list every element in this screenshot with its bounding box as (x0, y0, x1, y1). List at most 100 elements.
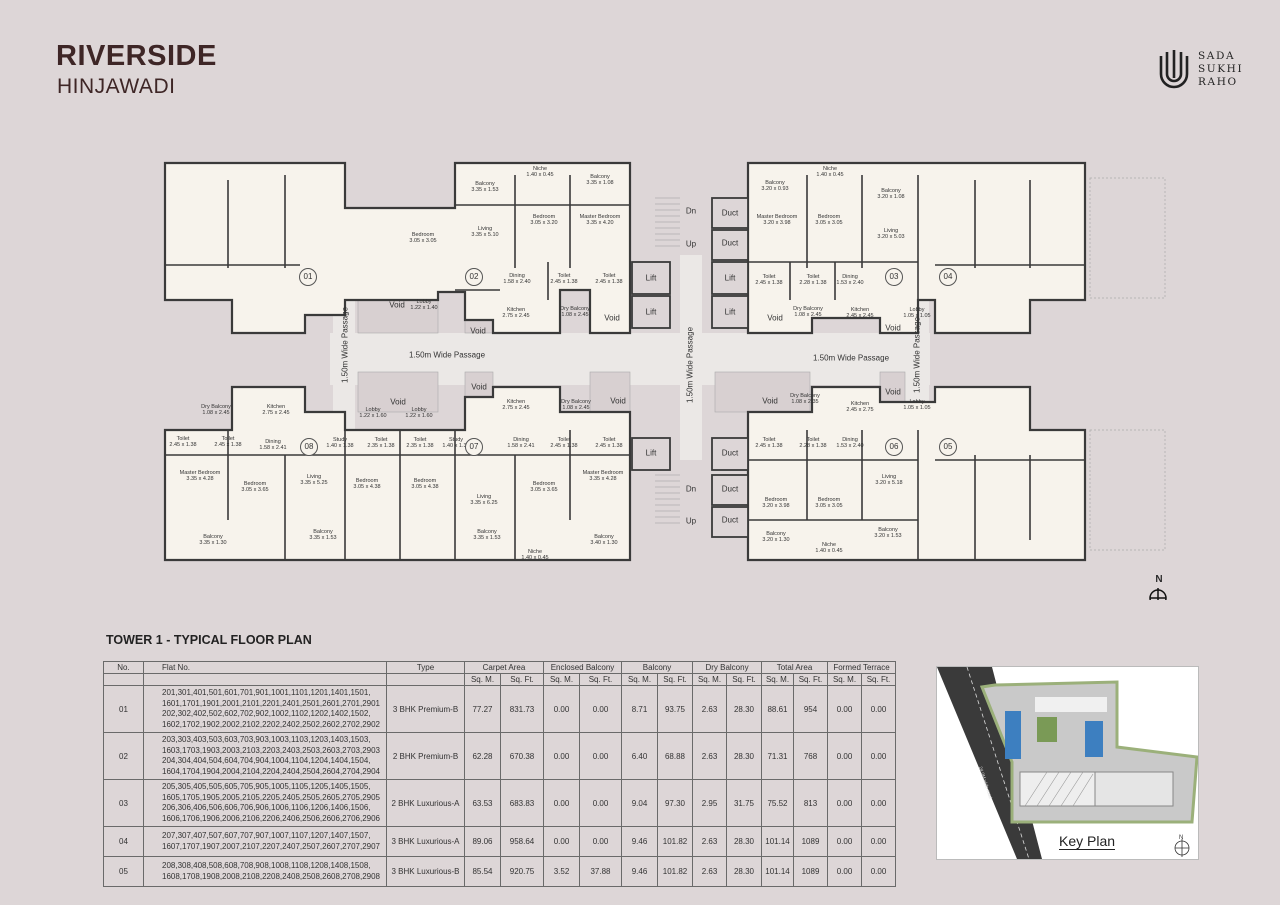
room-name: Bedroom (532, 481, 556, 487)
flat-type: 2 BHK Luxurious-A (386, 779, 465, 827)
room-name: Dry Balcony (561, 399, 591, 405)
room-size: 3.05 x 3.05 (409, 238, 437, 244)
area-value: 75.52 (761, 779, 794, 827)
area-value: 97.30 (657, 779, 693, 827)
passage-label: 1.50m Wide Passage (685, 326, 695, 404)
room-name: Dry Balcony (790, 393, 820, 399)
room-name: Toilet (806, 274, 820, 280)
area-value: 0.00 (543, 779, 580, 827)
table-header-row: No. Flat No. Type Carpet Area Enclosed B… (103, 661, 896, 674)
room-size: 3.20 x 1.08 (877, 194, 905, 200)
plan-area-label: Lift (645, 448, 657, 458)
floor-plan (163, 161, 1167, 600)
plan-area-label: Duct (721, 238, 739, 248)
room-name: Living (476, 494, 492, 500)
col-header: Type (386, 661, 465, 674)
area-value: 9.46 (621, 826, 658, 857)
room-name: Toilet (374, 437, 388, 443)
plan-area-label: Dn (685, 484, 697, 494)
area-value: 77.27 (464, 685, 501, 733)
room-size: 1.40 x 0.45 (815, 548, 843, 554)
area-value: 0.00 (827, 856, 862, 887)
passage-label: 1.50m Wide Passage (408, 350, 486, 360)
plan-area-label: Void (885, 387, 901, 397)
unit-header: Sq. Ft. (726, 673, 762, 686)
room-name: Balcony (878, 527, 898, 533)
room-size: 3.35 x 5.25 (300, 480, 328, 486)
unit-number-badge: 04 (939, 268, 957, 286)
unit-number-badge: 01 (299, 268, 317, 286)
room-size: 1.40 x 0.45 (816, 172, 844, 178)
area-value: 813 (793, 779, 828, 827)
north-arrow-icon (1174, 839, 1190, 857)
room-name: Study (448, 437, 464, 443)
room-size: 2.28 x 1.38 (799, 280, 827, 286)
unit-number-badge: 03 (885, 268, 903, 286)
area-value: 101.14 (761, 826, 794, 857)
area-value: 6.40 (621, 732, 658, 780)
plan-area-label: Duct (721, 448, 739, 458)
area-value: 89.06 (464, 826, 501, 857)
room-size: 2.45 x 1.38 (169, 442, 197, 448)
room-name: Bedroom (764, 497, 788, 503)
brand-logo: SADA SUKHI RAHO (1158, 48, 1243, 90)
plan-area-label: Lift (645, 273, 657, 283)
area-value: 101.82 (657, 826, 693, 857)
plan-area-label: Void (610, 396, 626, 406)
plan-area-label: Void (390, 397, 406, 407)
area-value: 85.54 (464, 856, 501, 887)
area-value: 9.04 (621, 779, 658, 827)
room-name: Dining (513, 437, 529, 443)
room-name: Bedroom (817, 214, 841, 220)
room-size: 2.45 x 1.38 (214, 442, 242, 448)
room-name: Kitchen (506, 399, 526, 405)
room-name: Niche (821, 542, 837, 548)
flat-type-number: 02 (103, 732, 144, 780)
room-size: 1.08 x 2.45 (794, 312, 822, 318)
area-value: 0.00 (827, 732, 862, 780)
flat-type: 3 BHK Luxurious-A (386, 826, 465, 857)
area-value: 0.00 (543, 826, 580, 857)
key-plan-label: Key Plan (1059, 833, 1116, 850)
col-header: Total Area (761, 661, 828, 674)
room-size: 3.05 x 3.65 (241, 487, 269, 493)
room-name: Dining (265, 439, 281, 445)
room-size: 3.20 x 5.03 (877, 234, 905, 240)
area-value: 0.00 (861, 685, 896, 733)
area-value: 9.46 (621, 856, 658, 887)
room-name: Lobby (909, 399, 925, 405)
room-name: Study (332, 437, 348, 443)
area-value: 0.00 (861, 826, 896, 857)
room-size: 1.40 x 1.38 (326, 443, 354, 449)
room-size: 2.45 x 2.75 (846, 407, 874, 413)
unit-number-badge: 08 (300, 438, 318, 456)
room-size: 1.58 x 2.41 (507, 443, 535, 449)
room-size: 3.40 x 1.30 (590, 540, 618, 546)
area-value: 88.61 (761, 685, 794, 733)
col-header: Formed Terrace (827, 661, 896, 674)
room-size: 3.20 x 3.98 (763, 220, 791, 226)
